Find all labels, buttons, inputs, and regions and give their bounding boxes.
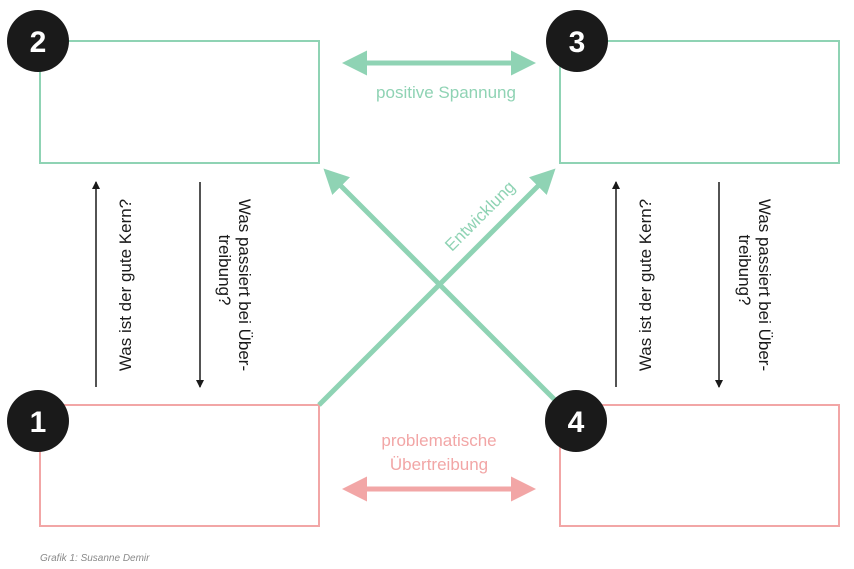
problematic-label-line2: Übertreibung bbox=[390, 455, 488, 474]
badge-3-number: 3 bbox=[569, 26, 586, 59]
badge-1: 1 bbox=[7, 390, 69, 452]
right-exaggeration-question-line1: Was passiert bei Über- bbox=[755, 199, 774, 371]
box-2 bbox=[39, 40, 320, 164]
box-4 bbox=[559, 404, 840, 527]
badge-2-number: 2 bbox=[30, 26, 47, 59]
left-core-question: Was ist der gute Kern? bbox=[116, 199, 135, 371]
badge-4: 4 bbox=[545, 390, 607, 452]
right-core-question: Was ist der gute Kern? bbox=[636, 199, 655, 371]
badge-3: 3 bbox=[546, 10, 608, 72]
development-arrow-4-to-2 bbox=[323, 168, 562, 407]
badge-2: 2 bbox=[7, 10, 69, 72]
badge-4-number: 4 bbox=[568, 406, 585, 439]
left-exaggeration-question-line1: Was passiert bei Über- bbox=[235, 199, 254, 371]
problematic-label-line1: problematische bbox=[381, 431, 496, 450]
development-arrow-1-to-3 bbox=[317, 168, 556, 407]
right-exaggeration-question-line2: treibung? bbox=[735, 235, 754, 306]
positive-tension-label: positive Spannung bbox=[376, 83, 516, 102]
box-1 bbox=[39, 404, 320, 527]
left-exaggeration-question-line2: treibung? bbox=[215, 235, 234, 306]
box-3 bbox=[559, 40, 840, 164]
figure-caption: Grafik 1: Susanne Demir bbox=[40, 553, 150, 564]
badge-1-number: 1 bbox=[30, 406, 47, 439]
